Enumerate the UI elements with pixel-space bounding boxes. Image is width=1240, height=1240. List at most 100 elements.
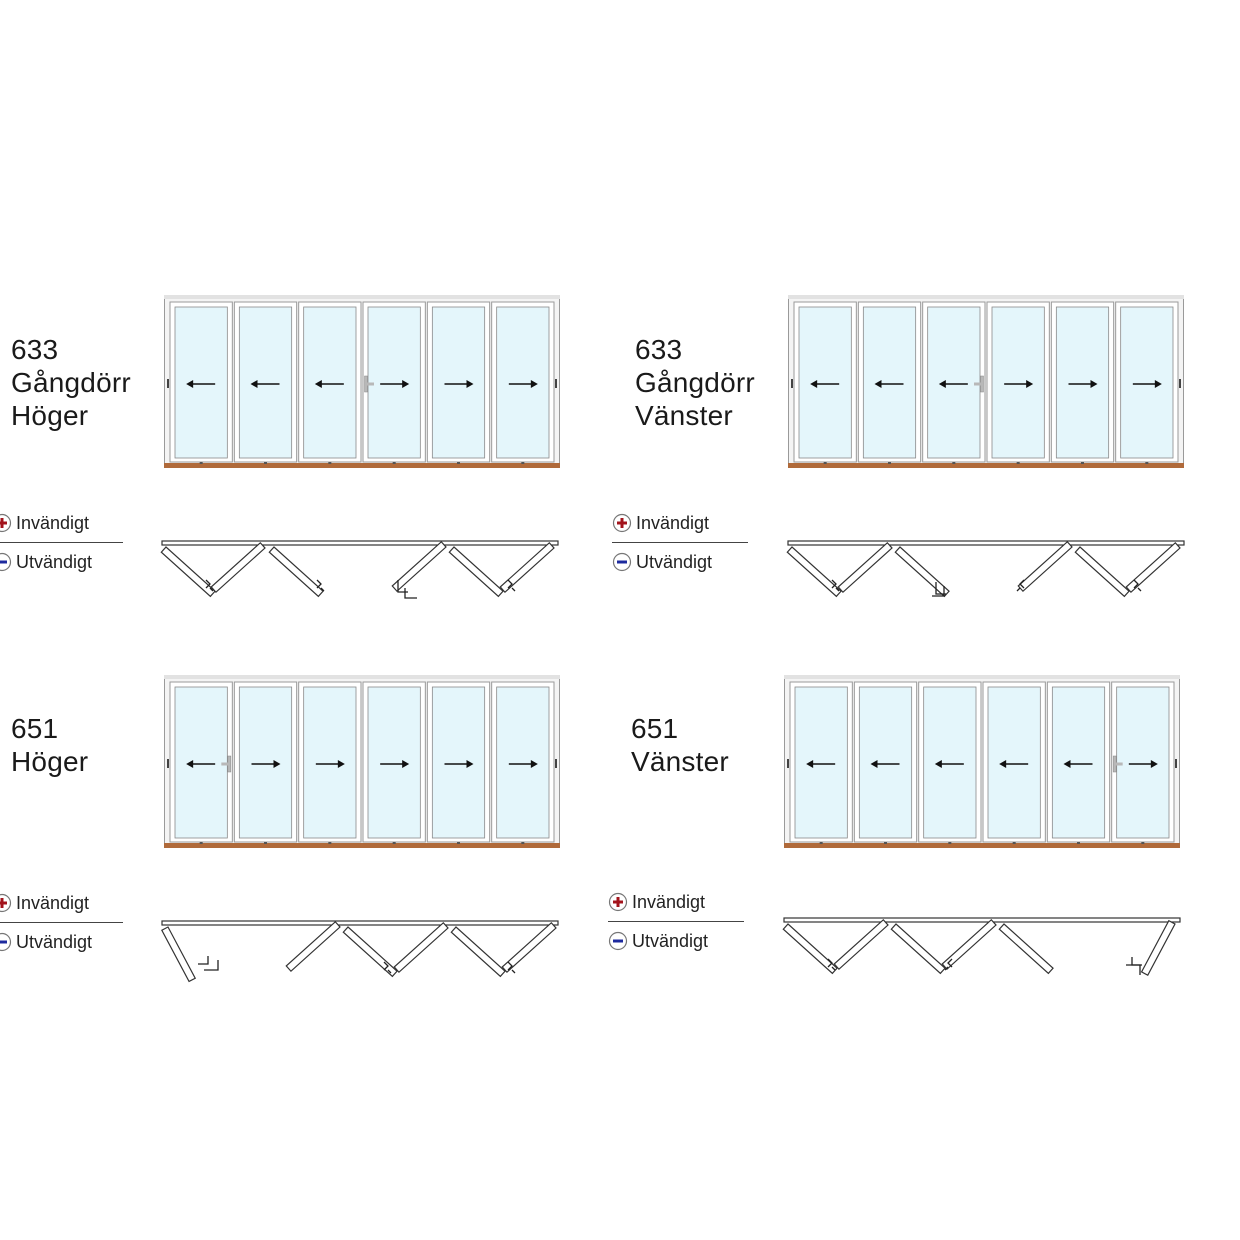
sill bbox=[784, 843, 1180, 848]
title-line-2: Höger bbox=[11, 746, 89, 777]
minus-icon bbox=[612, 552, 632, 572]
folded-panel bbox=[285, 920, 341, 973]
plus-icon bbox=[0, 513, 12, 533]
door-leaf bbox=[233, 681, 298, 844]
outside-label: Utvändigt bbox=[16, 551, 93, 572]
inside-label: Invändigt bbox=[16, 892, 90, 913]
door-handle-icon bbox=[364, 375, 374, 393]
legend-outside: Utvändigt bbox=[0, 931, 92, 953]
door-leaf bbox=[1050, 301, 1115, 464]
config-633-vanster: 633 Gångdörr Vänster Invändigt Utvändigt bbox=[612, 0, 1240, 598]
config-title: 633 Gångdörr Höger bbox=[11, 333, 131, 432]
config-title: 633 Gångdörr Vänster bbox=[635, 333, 755, 432]
legend: Invändigt Utvändigt bbox=[0, 512, 124, 576]
arrow-right-icon bbox=[444, 380, 474, 388]
title-line-3: Vänster bbox=[635, 400, 733, 431]
door-leaf bbox=[362, 681, 426, 844]
arrow-right-icon bbox=[315, 760, 345, 768]
folded-panel bbox=[1074, 546, 1130, 598]
door-leaf bbox=[1111, 681, 1175, 844]
arrow-left-icon bbox=[1063, 760, 1093, 768]
arrow-left-icon bbox=[938, 380, 968, 388]
door-leaf bbox=[922, 301, 986, 464]
folded-panel bbox=[391, 540, 447, 593]
door-handle-icon bbox=[221, 755, 232, 773]
arrow-left-icon bbox=[874, 380, 904, 388]
door-leaf bbox=[918, 681, 982, 844]
title-line-1: 651 bbox=[631, 713, 679, 744]
arrow-right-icon bbox=[1068, 380, 1098, 388]
folded-panel bbox=[448, 546, 504, 598]
head-track bbox=[788, 295, 1184, 299]
door-leaf bbox=[169, 681, 233, 844]
arrow-right-icon bbox=[1132, 380, 1162, 388]
arrow-right-icon bbox=[444, 760, 474, 768]
door-leaf bbox=[986, 301, 1050, 464]
side-latch bbox=[1175, 759, 1177, 768]
door-elevation bbox=[164, 295, 560, 468]
folded-panel bbox=[342, 926, 398, 978]
door-leaf bbox=[793, 301, 857, 464]
folded-panel bbox=[393, 921, 449, 974]
door-leaf bbox=[491, 681, 555, 844]
title-line-1: 633 bbox=[635, 334, 683, 365]
folded-panel bbox=[998, 923, 1054, 975]
inside-label: Invändigt bbox=[632, 891, 706, 912]
arrow-right-icon bbox=[380, 380, 410, 388]
door-elevation bbox=[164, 675, 560, 848]
folded-panel bbox=[160, 546, 216, 598]
inside-label: Invändigt bbox=[636, 512, 710, 533]
folded-panel bbox=[1125, 541, 1181, 594]
folded-panel bbox=[1017, 540, 1073, 593]
folded-panel bbox=[782, 923, 838, 975]
config-title: 651 Vänster bbox=[631, 712, 729, 778]
head-track bbox=[784, 675, 1180, 679]
folded-panel bbox=[450, 926, 506, 978]
folded-panel bbox=[161, 926, 197, 983]
side-latch bbox=[791, 379, 793, 388]
arrow-left-icon bbox=[186, 760, 216, 768]
arrow-left-icon bbox=[999, 760, 1029, 768]
arrow-right-icon bbox=[380, 760, 410, 768]
sill bbox=[164, 843, 560, 848]
folded-panel bbox=[210, 541, 266, 594]
plus-icon bbox=[612, 513, 632, 533]
sill bbox=[788, 463, 1184, 468]
arrow-right-icon bbox=[1128, 760, 1158, 768]
folded-panel bbox=[499, 541, 555, 594]
fold-plan-diagram bbox=[782, 917, 1181, 977]
side-latch bbox=[167, 759, 169, 768]
folded-panel bbox=[890, 923, 946, 975]
arrow-left-icon bbox=[870, 760, 900, 768]
door-handle-icon bbox=[1112, 755, 1123, 773]
title-line-2: Vänster bbox=[631, 746, 729, 777]
door-leaf bbox=[426, 301, 491, 464]
door-leaf bbox=[853, 681, 918, 844]
legend: Invändigt Utvändigt bbox=[612, 512, 748, 576]
side-latch bbox=[555, 759, 557, 768]
minus-icon bbox=[0, 932, 12, 952]
arrow-left-icon bbox=[314, 380, 344, 388]
door-leaf bbox=[169, 301, 233, 464]
outside-label: Utvändigt bbox=[16, 931, 93, 952]
side-latch bbox=[167, 379, 169, 388]
minus-icon bbox=[608, 931, 628, 951]
arrow-right-icon bbox=[508, 760, 538, 768]
head-track bbox=[164, 675, 560, 679]
folded-panel bbox=[786, 546, 842, 598]
config-633-hoger: 633 Gångdörr Höger Invändigt Utvändigt bbox=[0, 0, 620, 599]
sill bbox=[164, 463, 560, 468]
legend: Invändigt Utvändigt bbox=[608, 891, 744, 955]
folded-panel bbox=[833, 918, 889, 971]
arrow-left-icon bbox=[934, 760, 964, 768]
title-line-2: Gångdörr bbox=[11, 367, 131, 398]
folded-panel bbox=[837, 541, 893, 594]
legend: Invändigt Utvändigt bbox=[0, 892, 124, 956]
legend-inside: Invändigt bbox=[608, 891, 705, 913]
legend-outside: Utvändigt bbox=[0, 551, 92, 573]
folded-panel bbox=[501, 921, 557, 974]
arrow-left-icon bbox=[250, 380, 280, 388]
door-leaf bbox=[1115, 301, 1179, 464]
minus-icon bbox=[0, 552, 12, 572]
outside-label: Utvändigt bbox=[632, 930, 709, 951]
